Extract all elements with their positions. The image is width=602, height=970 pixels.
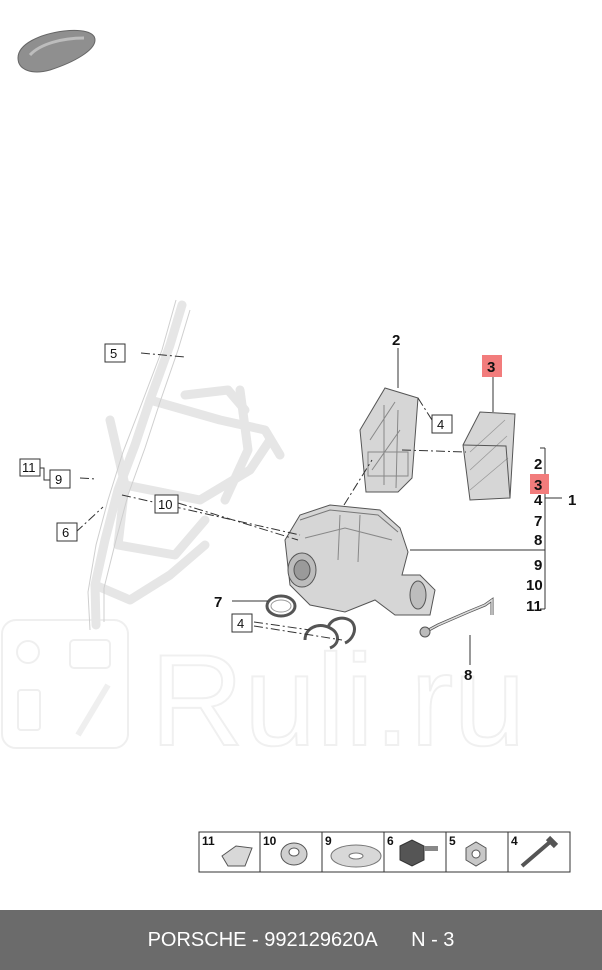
callout-5: 5 (104, 343, 126, 363)
legend-cell-9: 9 (325, 834, 382, 868)
svg-text:2: 2 (534, 456, 542, 473)
svg-text:10: 10 (263, 834, 277, 848)
leader-lines (75, 348, 562, 665)
legend-cell-11: 11 (202, 834, 253, 867)
svg-text:9: 9 (325, 834, 332, 848)
svg-text:9: 9 (534, 557, 542, 574)
air-filter-housing (284, 504, 436, 616)
car-thumbnail (17, 29, 96, 73)
legend-cell-10: 10 (263, 834, 308, 866)
callout-list: 2 3 4 7 8 9 10 11 (526, 456, 549, 615)
callout-1: 1 (568, 492, 576, 509)
svg-text:5: 5 (449, 834, 456, 848)
svg-text:1: 1 (568, 492, 576, 509)
svg-text:6: 6 (62, 525, 69, 540)
svg-text:10: 10 (158, 497, 172, 512)
parts-diagram: Ruli.ru (1, 29, 576, 873)
callout-9: 9 (49, 469, 71, 489)
filter-cover (359, 387, 419, 493)
callout-10: 10 (154, 494, 179, 514)
footer-bar: PORSCHE - 992129620A N - 3 (0, 910, 602, 970)
svg-text:3: 3 (534, 477, 542, 494)
svg-text:7: 7 (214, 594, 222, 611)
watermark: Ruli.ru (1, 619, 527, 774)
footer-separator: - (246, 928, 265, 951)
footer-brand: PORSCHE (147, 928, 247, 951)
svg-text:11: 11 (22, 460, 36, 475)
svg-text:4: 4 (511, 834, 518, 848)
legend-cell-4: 4 (511, 834, 559, 868)
svg-text:2: 2 (392, 332, 400, 349)
clamp-pair (303, 616, 356, 650)
svg-text:5: 5 (110, 346, 117, 361)
callout-6: 6 (56, 522, 78, 542)
svg-text:10: 10 (526, 577, 543, 594)
legend-cell-5: 5 (449, 834, 487, 867)
svg-text:9: 9 (55, 472, 62, 487)
callout-7: 7 (214, 594, 222, 611)
svg-text:7: 7 (534, 513, 542, 530)
svg-text:3: 3 (487, 359, 495, 376)
fastener-legend: 11 10 9 6 5 4 (198, 831, 571, 873)
callout-4-lower: 4 (231, 613, 253, 633)
hose-clamp-ring (265, 594, 297, 618)
svg-text:4: 4 (437, 417, 444, 432)
callout-3-top: 3 (482, 355, 502, 377)
bracket-frame (87, 299, 285, 631)
svg-text:6: 6 (387, 834, 394, 848)
callout-8: 8 (464, 667, 472, 684)
callout-4-airbox: 4 (431, 414, 453, 434)
svg-text:11: 11 (202, 834, 215, 848)
footer-page: N - 3 (411, 928, 455, 951)
svg-text:8: 8 (464, 667, 472, 684)
svg-text:8: 8 (534, 532, 542, 549)
callout-11: 11 (19, 458, 41, 477)
callout-2: 2 (392, 332, 400, 349)
watermark-text: Ruli.ru (150, 627, 526, 773)
svg-text:4: 4 (237, 616, 244, 631)
svg-text:11: 11 (526, 598, 542, 615)
sensor-cable (419, 597, 494, 638)
legend-cell-6: 6 (387, 834, 438, 867)
air-filter-element (462, 411, 516, 501)
svg-text:4: 4 (534, 492, 543, 509)
footer-part-number: 992129620A (264, 928, 378, 951)
